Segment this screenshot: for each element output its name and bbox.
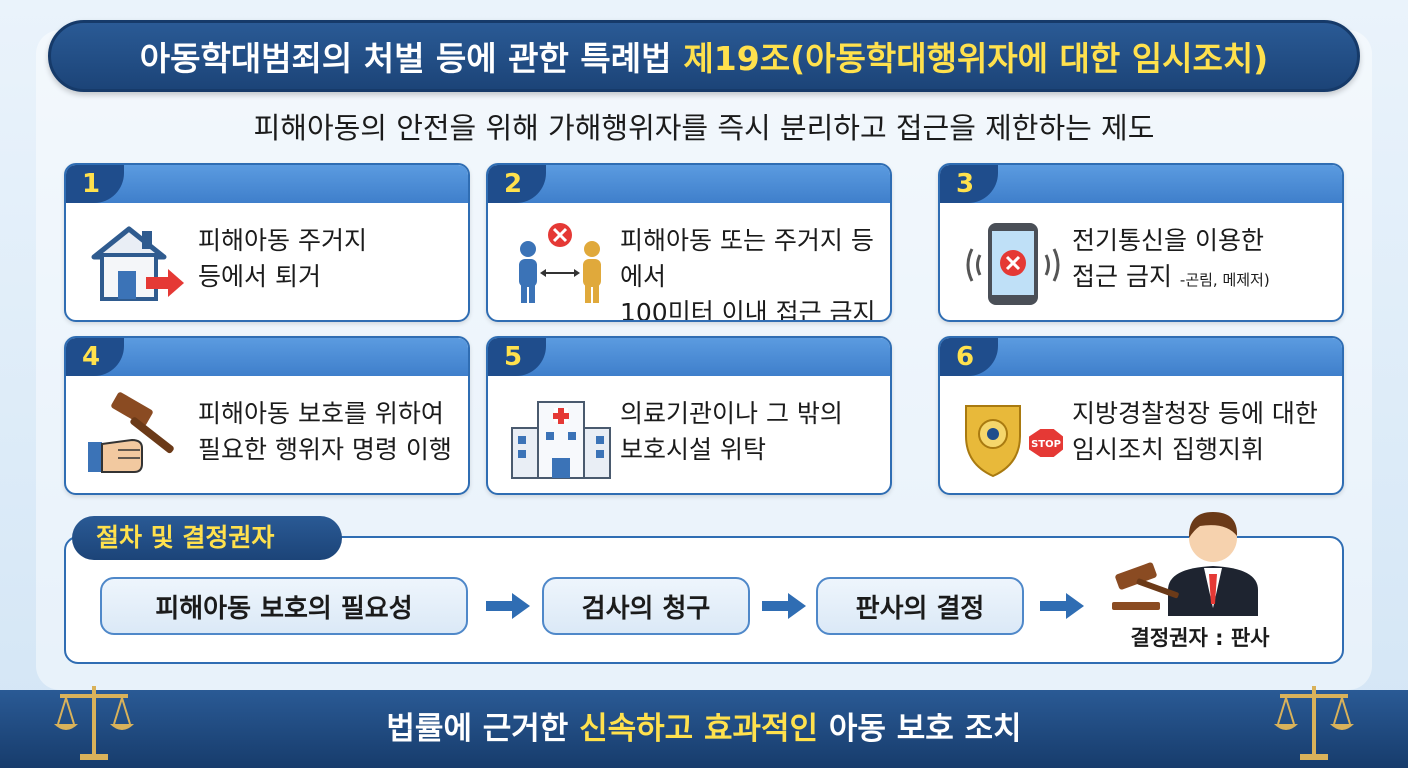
measure-card-3: 3 전기통신을 이용한 접근 금지 -곤림, 메제저): [938, 163, 1344, 322]
measure-card-5: 5 의료기관이나 그 밖의 보호시설 위탁: [486, 336, 892, 495]
footer-part2: 아동 보호 조치: [828, 711, 1022, 747]
card-line2: 100미터 이내 접근 금지: [620, 298, 876, 322]
distance-no-contact-icon: [519, 223, 601, 303]
step-need-for-protection: 피해아동 보호의 필요성: [100, 577, 468, 635]
police-badge-stop-icon: STOP: [965, 405, 1065, 478]
arrow-right-icon: [1040, 593, 1084, 619]
procedure-label: 절차 및 결정권자: [72, 516, 342, 560]
card-line2: 필요한 행위자 명령 이행: [198, 435, 452, 464]
measure-card-2: 2 피해아동 또는 주거지 등에서 100미터 이내 접근 금지: [486, 163, 892, 322]
hospital-icon: [511, 401, 611, 479]
measure-card-1: 1 피해아동 주거지 등에서 퇴거: [64, 163, 470, 322]
judge-icon: [1112, 512, 1258, 616]
card-line2: 접근 금지: [1072, 262, 1172, 291]
footer-part1: 법률에 근거한: [386, 711, 569, 747]
card-line1: 피해아동 보호를 위하여: [198, 399, 444, 428]
footer-slogan: 법률에 근거한 신속하고 효과적인 아동 보호 조치: [0, 690, 1408, 768]
card-line1: 피해아동 주거지: [198, 226, 367, 255]
card-line2: 보호시설 위탁: [620, 435, 766, 464]
card-line1: 의료기관이나 그 밖의: [620, 399, 843, 428]
card-line1: 피해아동 또는 주거지 등에서: [620, 226, 874, 291]
house-exit-icon: [91, 226, 184, 301]
stop-sign-text: STOP: [1031, 439, 1061, 450]
card-line1: 지방경찰청장 등에 대한: [1072, 399, 1318, 428]
footer-highlight: 신속하고 효과적인: [579, 711, 819, 747]
footer-bar: [0, 690, 1408, 768]
page-subtitle: 피해아동의 안전을 위해 가해행위자를 즉시 분리하고 접근을 제한하는 제도: [253, 111, 1155, 145]
title-main: 아동학대범죄의 처벌 등에 관한 특례법: [139, 39, 672, 78]
arrow-right-icon: [762, 593, 806, 619]
card-line2: 임시조치 집행지휘: [1072, 435, 1264, 464]
scales-of-justice-icon: [54, 686, 134, 760]
card-line2: 등에서 퇴거: [198, 262, 321, 291]
page-title: 아동학대범죄의 처벌 등에 관한 특례법 제19조(아동학대행위자에 대한 임시…: [48, 20, 1360, 92]
card-line1: 전기통신을 이용한: [1072, 226, 1264, 255]
phone-blocked-icon: [966, 223, 1060, 305]
gavel-hand-icon: [88, 392, 174, 473]
step-prosecutor-request: 검사의 청구: [542, 577, 750, 635]
step-judge-decision: 판사의 결정: [816, 577, 1024, 635]
decider-label: 결정권자 : 판사: [1130, 626, 1270, 650]
card-note: -곤림, 메제저): [1179, 271, 1270, 289]
arrow-right-icon: [486, 593, 530, 619]
title-highlight: 제19조(아동학대행위자에 대한 임시조치): [683, 39, 1269, 78]
measure-card-6: 6 STOP 지방경찰청장 등에 대한 임시조치 집행지휘: [938, 336, 1344, 495]
measure-card-4: 4 피해아동 보호를 위하여 필요한 행위자 명령 이행: [64, 336, 470, 495]
scales-of-justice-icon: [1274, 686, 1354, 760]
